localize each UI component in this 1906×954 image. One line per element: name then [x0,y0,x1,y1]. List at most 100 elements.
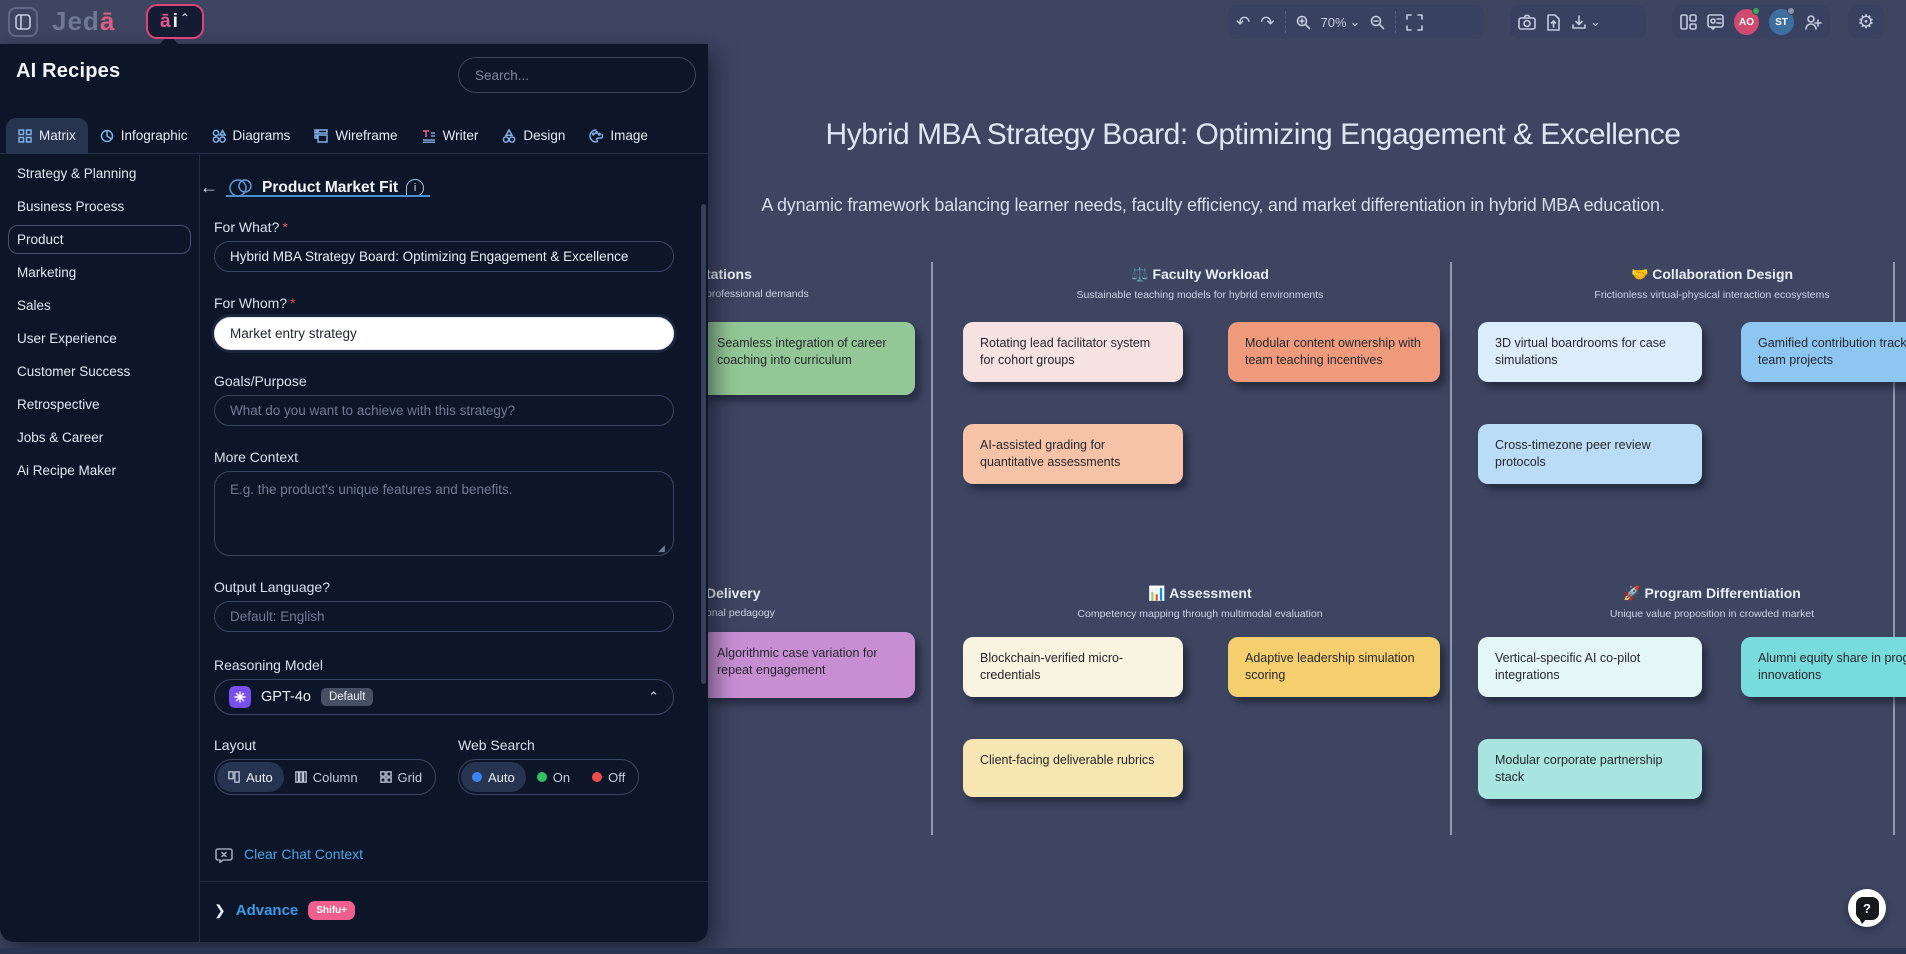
grid-divider [1893,262,1895,835]
sidebar-item-product[interactable]: Product [8,225,191,254]
zoom-out-button[interactable] [1370,15,1385,30]
panel-notch [160,34,178,44]
web-search-option-off[interactable]: Off [581,762,636,792]
sidebar-item-strategy-planning[interactable]: Strategy & Planning [17,166,137,181]
upload-file-button[interactable] [1546,13,1561,31]
clear-chat-context-button[interactable]: Clear Chat Context [214,845,363,863]
camera-icon [1518,14,1536,30]
tab-diagrams[interactable]: Diagrams [200,118,303,154]
status-dot [1787,7,1795,15]
sidebar-item-customer-success[interactable]: Customer Success [17,364,131,379]
resize-handle-icon[interactable]: ◢ [658,543,665,553]
tab-image[interactable]: Image [577,118,660,154]
tab-design[interactable]: Design [490,118,577,154]
sidebar-item-jobs-career[interactable]: Jobs & Career [17,430,104,445]
sticky-note[interactable]: AI-assisted grading for quantitative ass… [963,424,1183,484]
panel-scrollbar[interactable] [701,204,706,684]
tab-infographic[interactable]: Infographic [88,118,200,154]
avatar[interactable]: ST [1769,7,1795,35]
writer-icon [422,129,435,143]
sidebar-item-retrospective[interactable]: Retrospective [17,397,100,412]
sticky-note[interactable]: Algorithmic case variation for repeat en… [700,632,915,698]
more-context-label: More Context [214,449,299,465]
design-shapes-icon [502,128,516,143]
sticky-note[interactable]: Rotating lead facilitator system for coh… [963,322,1183,382]
zoom-in-button[interactable] [1296,15,1311,30]
layout-column-icon [294,771,307,783]
sticky-note[interactable]: Vertical-specific AI co-pilot integratio… [1478,637,1702,697]
recipe-title: Product Market Fit [262,178,399,196]
screenshot-button[interactable] [1518,14,1536,30]
recipe-category-tabs: Matrix Infographic Diagrams Wireframe Wr… [0,117,708,154]
goals-input[interactable] [214,395,674,426]
layout-option-auto[interactable]: Auto [217,762,284,792]
sidebar-item-business-process[interactable]: Business Process [17,199,125,214]
sidebar-toggle-button[interactable] [8,7,38,37]
sticky-note[interactable]: 3D virtual boardrooms for case simulatio… [1478,322,1702,382]
sidebar-item-sales[interactable]: Sales [17,298,51,313]
ai-recipes-panel: AI Recipes Matrix Infographic Diagrams W… [0,44,708,942]
toolbar-collab-group: AO ST [1672,5,1830,39]
fit-screen-button[interactable] [1406,13,1424,31]
web-search-option-on[interactable]: On [526,762,581,792]
web-search-option-auto[interactable]: Auto [461,762,526,792]
download-button[interactable]: ⌄ [1571,14,1601,30]
sticky-note[interactable]: Modular corporate partnership stack [1478,739,1702,799]
reasoning-model-select[interactable]: GPT-4o Default ⌃ [214,679,674,715]
invite-user-button[interactable] [1804,14,1822,30]
section-collaboration-design: 🤝 Collaboration Design Frictionless virt… [1594,266,1830,301]
sticky-note[interactable]: Cross-timezone peer review protocols [1478,424,1702,484]
for-what-input[interactable] [214,241,674,272]
zoom-level-dropdown[interactable]: 70%⌄ [1320,14,1361,30]
toolbar-export-group: ⌄ [1510,5,1646,39]
tab-writer[interactable]: Writer [410,118,491,154]
form-divider [200,881,708,882]
status-dot [1752,7,1760,15]
undo-button[interactable]: ↶ [1236,12,1251,32]
title-underline [226,195,430,197]
sidebar-item-user-experience[interactable]: User Experience [17,331,117,346]
sidebar-item-marketing[interactable]: Marketing [17,265,77,280]
file-upload-icon [1547,13,1560,31]
for-whom-input[interactable] [214,317,674,350]
for-whom-label: For Whom?* [214,295,296,311]
matrix-grid-icon [18,128,32,143]
toolbar-view-group: ↶ ↷ 70%⌄ [1228,5,1484,39]
presentation-icon [1707,14,1724,30]
present-button[interactable] [1707,14,1724,30]
layout-option-grid[interactable]: Grid [369,762,434,792]
tab-matrix[interactable]: Matrix [6,117,88,154]
sticky-note[interactable]: Client-facing deliverable rubrics [963,739,1183,797]
settings-button[interactable]: ⚙ [1857,11,1874,34]
sticky-note[interactable]: Seamless integration of career coaching … [700,322,915,395]
search-input[interactable] [458,57,696,93]
tab-wireframe[interactable]: Wireframe [302,118,409,154]
reasoning-model-label: Reasoning Model [214,657,323,673]
sticky-note[interactable]: Adaptive leadership simulation scoring [1228,637,1440,697]
model-default-badge: Default [320,688,374,706]
redo-button[interactable]: ↷ [1260,12,1275,32]
sticky-note[interactable]: Gamified contribution track in team proj… [1741,322,1906,382]
download-icon [1572,15,1586,29]
sticky-note[interactable]: Alumni equity share in program innovatio… [1741,637,1906,697]
output-language-input[interactable] [214,601,674,632]
advance-toggle[interactable]: ❯ Advance Shifu+ [214,901,356,920]
info-icon[interactable]: i [406,178,425,197]
more-context-textarea[interactable] [214,471,674,556]
for-what-label: For What?* [214,219,288,235]
model-name: GPT-4o [261,689,311,705]
sticky-note[interactable]: Blockchain-verified micro-credentials [963,637,1183,697]
sticky-note[interactable]: Modular content ownership with team teac… [1228,322,1440,382]
question-mark-icon: ? [1855,896,1879,924]
grid-divider [1450,262,1452,835]
sidebar-item-ai-recipe-maker[interactable]: Ai Recipe Maker [17,463,117,478]
section-delivery: Delivery onal pedagogy [706,585,775,619]
layout-option-column[interactable]: Column [284,762,369,792]
back-button[interactable]: ← [200,177,218,197]
avatar[interactable]: AO [1734,7,1760,35]
help-button[interactable]: ? [1848,889,1886,927]
grid-divider [931,262,933,835]
layout-panels-button[interactable] [1680,14,1697,30]
